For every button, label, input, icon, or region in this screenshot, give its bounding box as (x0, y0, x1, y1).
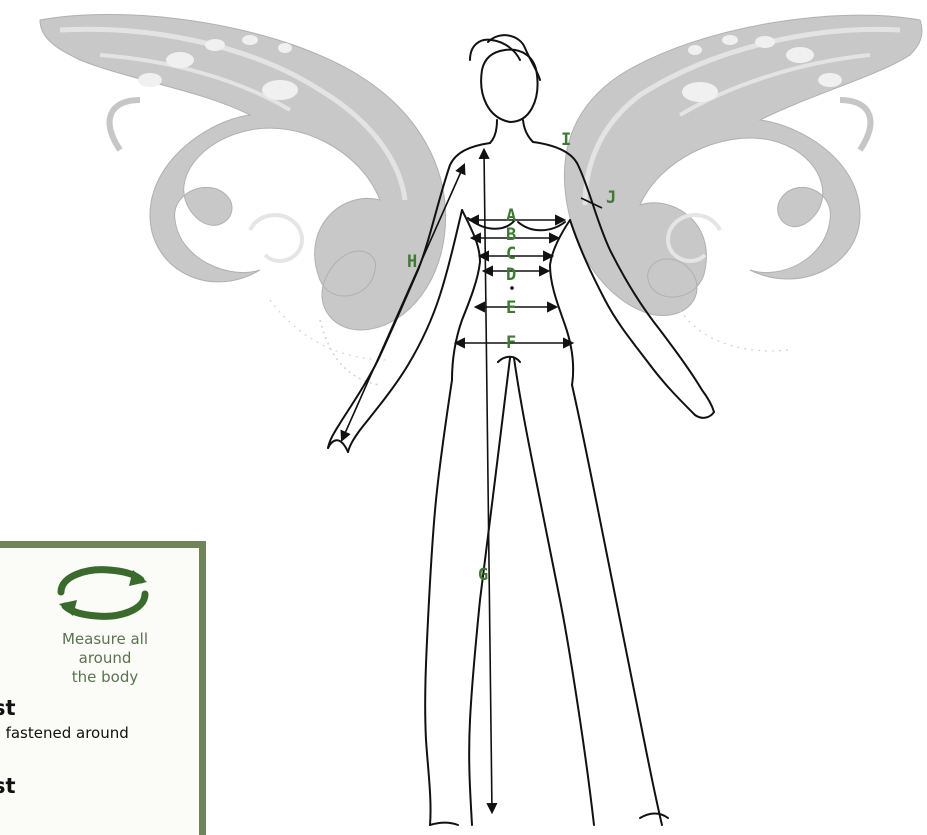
label-e: E (506, 298, 516, 318)
measurement-legend-panel: Measure all around the body st s fastene… (0, 541, 206, 835)
wings-illustration (40, 14, 922, 385)
measure-line-g (484, 150, 492, 812)
right-wing (564, 15, 922, 351)
left-wing (40, 14, 446, 385)
label-j: J (606, 188, 616, 208)
legend-content: Measure all around the body st s fastene… (0, 548, 199, 835)
legend-heading-2: st (0, 774, 16, 798)
measure-note-line-2: around (35, 649, 175, 668)
label-g: G (478, 565, 488, 585)
label-c: C (506, 244, 516, 264)
label-i: I (561, 130, 571, 150)
label-h: H (407, 252, 417, 272)
measure-around-note: Measure all around the body (35, 630, 175, 687)
legend-heading-1: st (0, 696, 16, 720)
label-b: B (506, 225, 516, 245)
legend-description-1: s fastened around (0, 724, 129, 742)
label-d: D (506, 265, 516, 285)
label-f: F (506, 333, 516, 353)
measure-note-line-1: Measure all (35, 630, 175, 649)
label-a: A (506, 206, 516, 226)
measure-note-line-3: the body (35, 668, 175, 687)
circular-arrows-icon (47, 562, 159, 624)
measure-dot-d (510, 286, 514, 290)
